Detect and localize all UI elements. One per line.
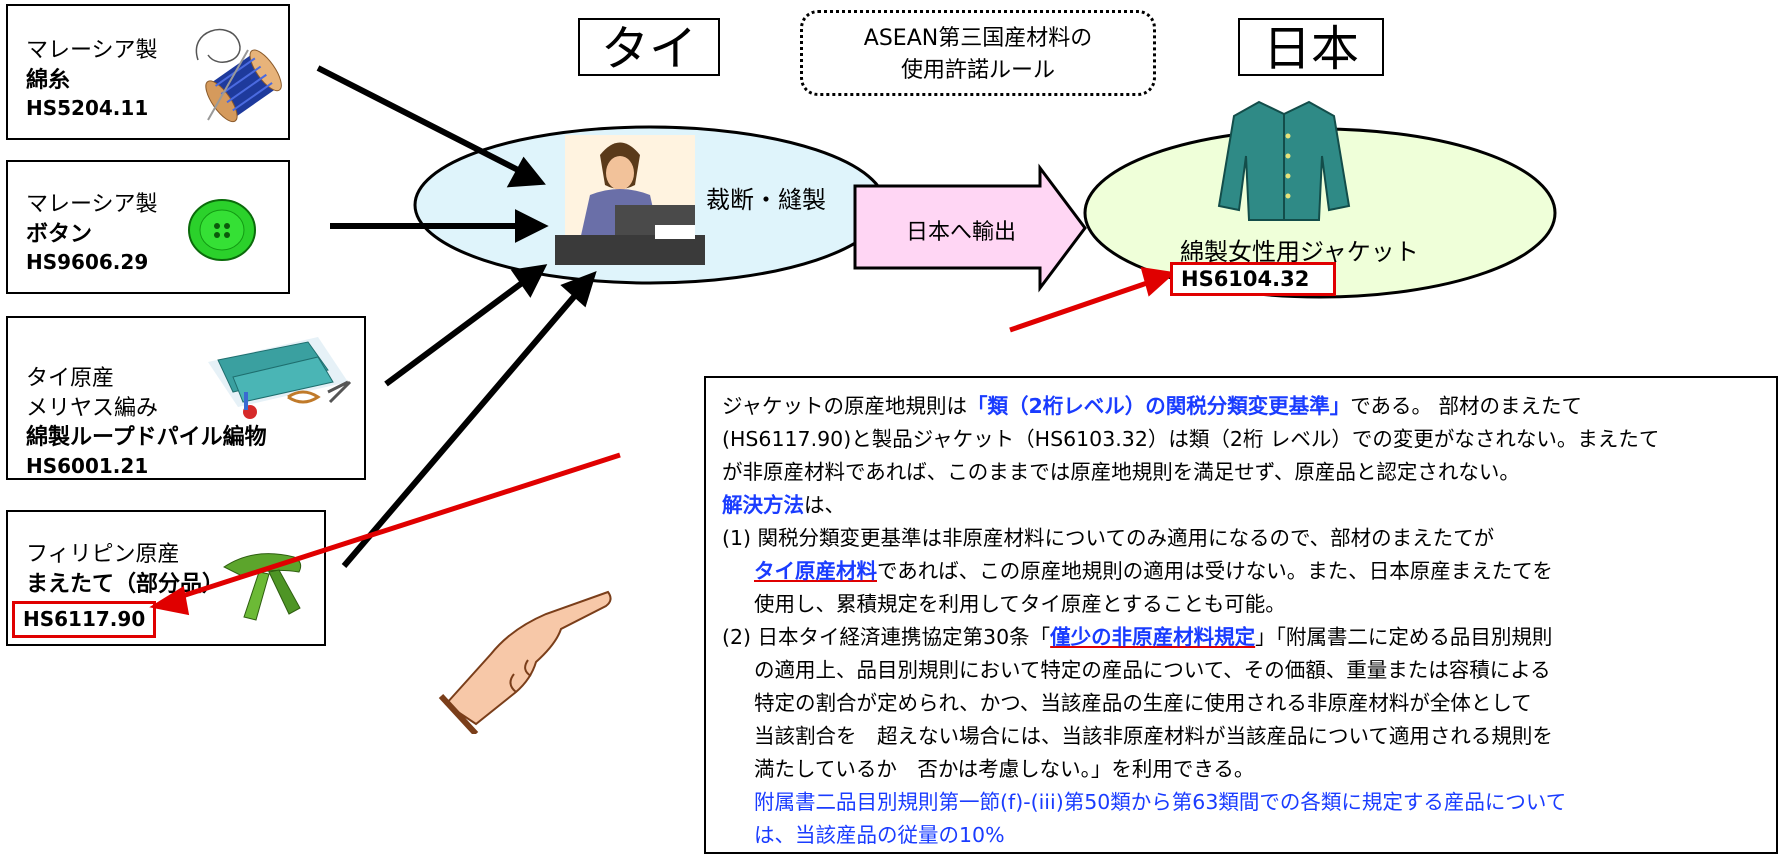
country-label-thailand: タイ [578,18,720,77]
material-name: 綿製ループドパイル編物 [26,425,267,451]
material-box-thread: マレーシア製 綿糸 HS5204.11 [6,4,290,140]
rule-title-box: ASEAN第三国産材料の 使用許諾ルール [800,10,1156,96]
arrow-placket-to-process [341,290,581,568]
explanation-line-1: ジャケットの原産地規則は「類（2桁レベル）の関税分類変更基準」である。 部材のま… [722,390,1766,423]
material-origin: フィリピン原産 [26,542,180,567]
text-segment: である。 部材のまえたて [1350,394,1583,418]
product-name: 綿製女性用ジャケット [1180,238,1419,266]
material-box-placket: フィリピン原産 まえたて（部分品） HS6117.90 [6,510,326,646]
item-text: の適用上、品目別規則において特定の産品について、その価額、重量または容積による [754,658,1551,682]
solution-item-2: (2) 日本タイ経済連携協定第30条「僅少の非原産材料規定」「附属書二に定める品… [722,621,1766,852]
text-segment: ジャケットの原産地規則は [722,394,967,418]
explanation-box: ジャケットの原産地規則は「類（2桁レベル）の関税分類変更基準」である。 部材のま… [704,376,1778,854]
rule-highlight: 「類（2桁レベル）の関税分類変更基準」 [966,394,1351,418]
material-name: 綿糸 [26,67,71,93]
product-hs-code: HS6104.32 [1170,262,1336,296]
process-label: 裁断・縫製 [706,186,826,214]
item-text: 当該割合を 超えない場合には、当該非原産材料が当該産品について適用される規則を [754,724,1553,748]
arrow-thread-to-process [316,65,524,175]
red-arrow-to-product-code [1009,279,1151,333]
annex-note: 附属書二品目別規則第一節(f)-(iii)第50類から第63類間での各類に規定す… [754,790,1567,814]
rule-title-line1: ASEAN第三国産材料の [863,26,1093,51]
item-text: であれば、この原産地規則の適用は受けない。また、日本原産まえたてを [877,559,1553,583]
material-origin: タイ原産 [26,366,115,391]
hs-code: HS6001.21 [26,454,149,479]
rule-title-line2: 使用許諾ルール [900,58,1055,83]
de-minimis-highlight: 僅少の非原産材料規定 [1050,625,1256,649]
material-origin: マレーシア製 [26,192,158,217]
arrow-fabric-to-process [384,277,528,387]
material-origin: マレーシア製 [26,38,158,63]
item-text: 使用し、累積規定を利用してタイ原産とすることも可能。 [754,592,1286,616]
item-text: (2) 日本タイ経済連携協定第30条「 [722,625,1051,649]
text-segment: は、 [804,493,845,517]
fabric-sewing-icon [208,337,352,419]
thread-spool-icon [195,29,282,123]
material-name: ボタン [26,221,93,247]
country-label-japan: 日本 [1238,18,1384,77]
material-type: メリヤス編み [26,395,159,421]
solution-heading: 解決方法は、 [722,489,1766,522]
hs-code: HS9606.29 [26,250,149,275]
pointing-hand-icon [438,590,612,734]
item-text: (1) 関税分類変更基準は非原産材料についてのみ適用になるので、部材のまえたてが [722,526,1495,550]
solution-item-1: (1) 関税分類変更基準は非原産材料についてのみ適用になるので、部材のまえたてが… [722,522,1766,621]
material-box-fabric: タイ原産 メリヤス編み 綿製ループドパイル編物 HS6001.21 [6,316,366,480]
material-box-button: マレーシア製 ボタン HS9606.29 [6,160,290,294]
hs-code-highlight: HS6117.90 [12,601,157,639]
solution-label: 解決方法 [722,493,804,517]
annex-note: は、当該産品の従量の10% [754,823,1005,847]
thai-material-highlight: タイ原産材料 [754,559,877,583]
jacket-icon [1217,100,1351,221]
sewing-worker-icon [555,135,705,265]
button-icon [188,199,256,261]
explanation-line-3: が非原産材料であれば、このままでは原産地規則を満足せず、原産品と認定されない。 [722,460,1520,484]
hs-code: HS5204.11 [26,96,149,121]
red-arrow-to-placket-code [175,452,621,601]
explanation-line-2: (HS6117.90)と製品ジャケット（HS6103.32）は類（2桁 レベル）… [722,427,1660,451]
item-text: 特定の割合が定められ、かつ、当該産品の生産に使用される非原産材料が全体として [754,691,1532,715]
item-text: 満たしているか 否かは考慮しない。」を利用できる。 [754,757,1255,781]
item-text: 」「附属書二に定める品目別規則 [1255,625,1553,649]
export-arrow-shape [853,163,1087,293]
export-label: 日本へ輸出 [906,220,1017,245]
